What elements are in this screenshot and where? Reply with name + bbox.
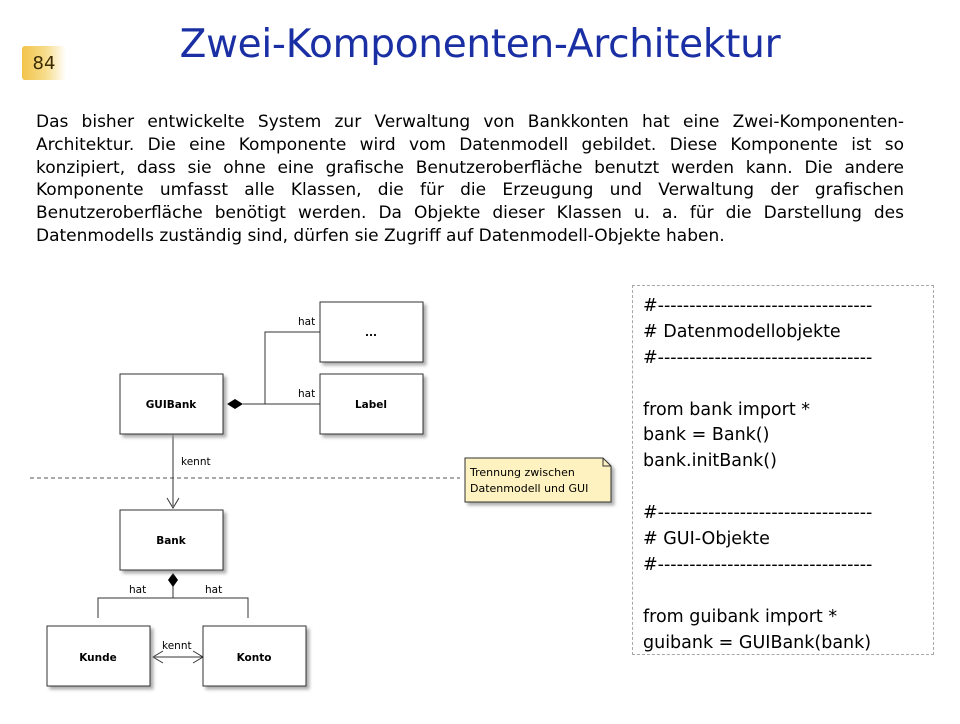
class-box-bank	[119, 509, 224, 571]
note-line-1: Trennung zwischen	[469, 466, 575, 479]
code-line: #----------------------------------	[643, 347, 873, 368]
class-box-konto	[202, 625, 307, 687]
code-line: # GUI-Objekte	[643, 529, 770, 550]
page-number: 84	[22, 46, 66, 80]
relation-label-hat-label: hat	[298, 388, 315, 400]
code-line	[643, 579, 933, 605]
code-listing: #---------------------------------- # Dat…	[632, 285, 934, 655]
class-box-kunde	[46, 625, 151, 687]
code-line: #----------------------------------	[643, 554, 873, 575]
arrowhead-to-kunde	[152, 650, 164, 664]
class-name-konto: Konto	[237, 652, 272, 664]
composition-diamond-guibank	[227, 399, 243, 409]
code-line: guibank = GUIBank(bank)	[643, 632, 872, 653]
code-line: #----------------------------------	[643, 503, 873, 524]
class-box-dots	[319, 301, 424, 363]
class-name-guibank: GUIBank	[146, 399, 198, 411]
relation-label-hat-dots: hat	[298, 316, 315, 328]
connector-bank-konto	[173, 597, 249, 618]
code-line: # Datenmodellobjekte	[643, 321, 841, 342]
composition-diamond-bank	[168, 573, 178, 587]
arrowhead-to-bank	[166, 497, 180, 509]
relation-label-kennt-bank: kennt	[181, 456, 211, 468]
class-name-label: Label	[355, 399, 387, 411]
intro-paragraph: Das bisher entwickelte System zur Verwal…	[36, 112, 904, 246]
code-line: from guibank import *	[643, 606, 838, 627]
class-name-kunde: Kunde	[79, 652, 117, 664]
separation-note: Trennung zwischen Datenmodell und GUI	[464, 457, 612, 503]
code-line: from bank import *	[643, 399, 811, 420]
note-line-2: Datenmodell und GUI	[470, 482, 588, 495]
relation-label-hat-konto: hat	[205, 584, 222, 596]
class-name-dots: ...	[365, 327, 377, 339]
connector-bank-kunde	[97, 586, 174, 618]
code-line: bank = Bank()	[643, 425, 770, 446]
code-line: bank.initBank()	[643, 451, 777, 472]
code-line: #----------------------------------	[643, 296, 873, 316]
relation-label-hat-kunde: hat	[129, 584, 146, 596]
relation-label-kennt-konto: kennt	[162, 640, 192, 652]
class-box-guibank	[119, 373, 224, 435]
code-line	[643, 372, 933, 398]
class-name-bank: Bank	[156, 535, 187, 547]
uml-class-diagram: ... Label GUIBank Bank Kunde Konto hat h…	[0, 280, 625, 720]
slide-title: Zwei-Komponenten-Architektur	[179, 22, 781, 67]
class-box-label	[319, 373, 424, 435]
code-line	[643, 475, 933, 501]
